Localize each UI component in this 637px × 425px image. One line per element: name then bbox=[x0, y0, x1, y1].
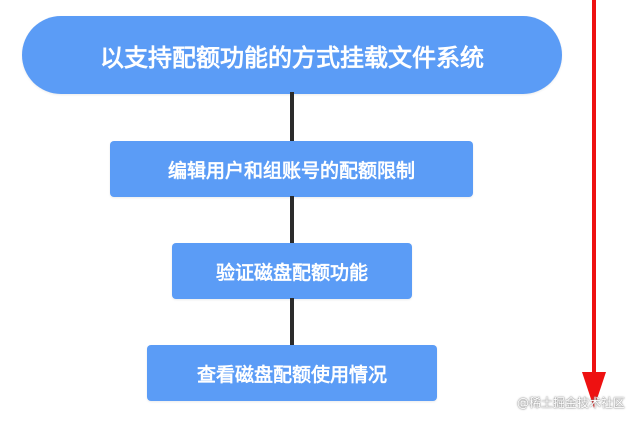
flow-step-1-text: 编辑用户和组账号的配额限制 bbox=[167, 159, 415, 182]
flow-step-3: 查看磁盘配额使用情况 bbox=[147, 345, 437, 401]
connector-line-1 bbox=[290, 92, 294, 142]
watermark: @稀土掘金技术社区 bbox=[516, 396, 625, 410]
down-arrow-icon bbox=[582, 0, 606, 408]
connector-line-2 bbox=[290, 196, 294, 244]
flow-step-2: 验证磁盘配额功能 bbox=[172, 243, 412, 299]
flow-title-node: 以支持配额功能的方式挂载文件系统 bbox=[22, 16, 562, 94]
connector-line-3 bbox=[290, 298, 294, 346]
flow-step-1: 编辑用户和组账号的配额限制 bbox=[110, 141, 473, 197]
flow-title-text: 以支持配额功能的方式挂载文件系统 bbox=[100, 43, 484, 72]
flow-step-2-text: 验证磁盘配额功能 bbox=[215, 261, 368, 284]
arrow-head bbox=[582, 372, 606, 408]
flow-step-3-text: 查看磁盘配额使用情况 bbox=[196, 363, 387, 386]
